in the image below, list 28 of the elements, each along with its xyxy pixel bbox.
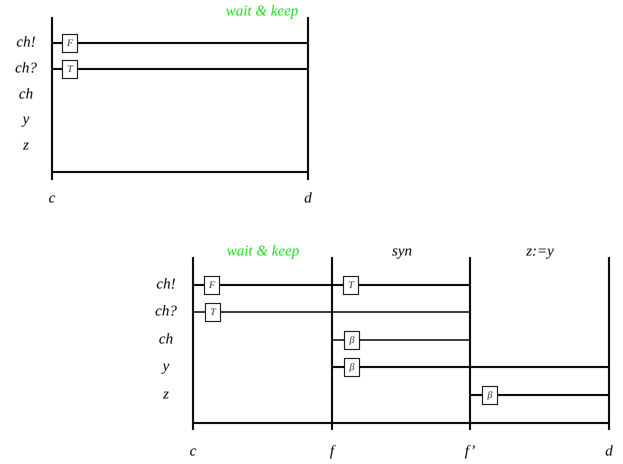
signal-label: ch? (155, 304, 177, 320)
state-box: T (205, 303, 221, 322)
state-box: F (62, 34, 78, 53)
phase-label: z:=y (526, 244, 554, 260)
state-box: β (344, 331, 360, 350)
state-box: β (344, 358, 360, 377)
time-label: f (330, 444, 334, 460)
state-box: F (204, 276, 220, 295)
state-box: T (62, 60, 78, 79)
signal-label: z (23, 138, 29, 154)
phase-label: wait & keep (226, 244, 300, 260)
state-box: T (343, 276, 359, 295)
phase-label: syn (392, 244, 412, 260)
signal-label: y (162, 358, 170, 376)
signal-label: ch (158, 332, 174, 348)
signal-label: y (22, 112, 30, 128)
signal-label: ch (18, 86, 34, 104)
signal-label: ch? (15, 60, 37, 78)
time-label: c (48, 190, 56, 208)
state-box: β (482, 386, 498, 405)
signal-label: ch! (16, 34, 36, 52)
time-label: c (190, 444, 196, 460)
signal-label: ch! (156, 276, 176, 294)
signal-label: z (163, 386, 169, 404)
time-label: f’ (464, 444, 476, 460)
phase-label: wait & keep (226, 4, 298, 20)
time-label: d (605, 444, 613, 460)
time-label: d (304, 190, 312, 208)
